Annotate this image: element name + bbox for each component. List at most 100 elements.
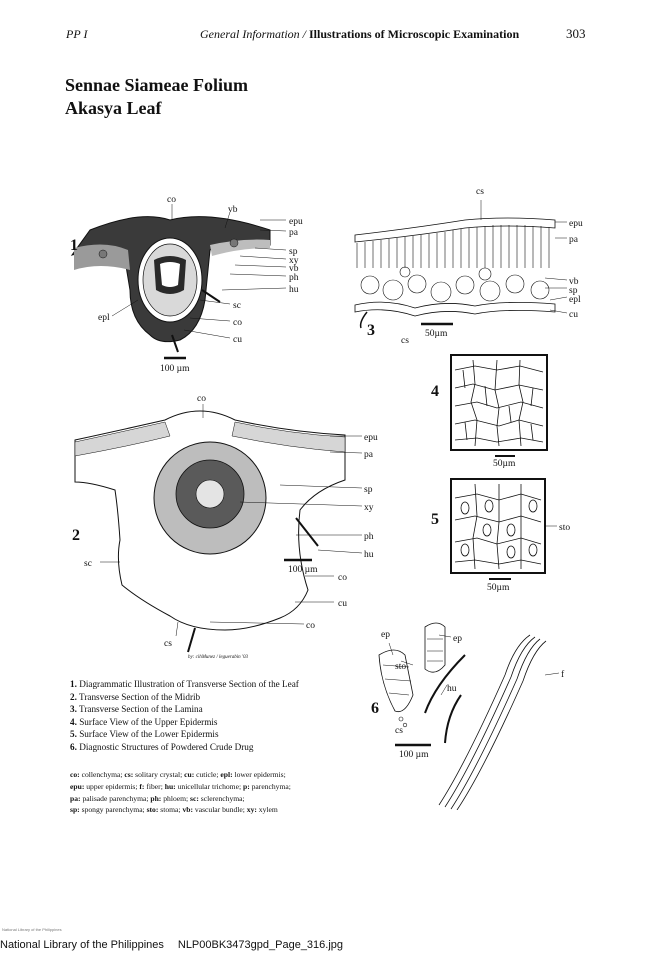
label-co: co [197, 394, 206, 404]
label-epu: epu [569, 219, 583, 229]
epidermis-fragment [424, 622, 446, 673]
label-pa: pa [289, 228, 299, 238]
legend-item: 5. Surface View of the Lower Epidermis [70, 729, 219, 740]
trichome [201, 289, 221, 303]
chapter-name: Illustrations of Microscopic Examination [309, 27, 520, 41]
trichome [171, 334, 179, 353]
label-epu: epu [289, 217, 303, 227]
label-sto: sto [559, 523, 570, 533]
label-f: f [561, 669, 565, 680]
scale-label: 100 µm [160, 364, 190, 374]
label-hu: hu [289, 285, 299, 295]
stomata [460, 499, 538, 559]
label-epl: epl [98, 313, 110, 323]
monograph-title: Sennae Siameae Folium Akasya Leaf [65, 74, 248, 120]
figure-3-lamina: cs epu pa vb sp epl cu cs 3 50µm [354, 187, 583, 346]
figure-5-lower-epidermis: sto 5 50µm [431, 478, 570, 593]
pith [195, 479, 225, 509]
label-cs: cs [395, 726, 403, 736]
label-cs-2: cs [401, 336, 409, 346]
upper-epidermis [354, 217, 556, 243]
label-co-2: co [338, 573, 347, 583]
trichome [444, 694, 462, 744]
label-hu: hu [364, 550, 374, 560]
label-co-2: co [233, 318, 242, 328]
running-header-left: PP I [66, 27, 88, 41]
library-name: National Library of the Philippines [0, 939, 164, 951]
label-epl: epl [569, 295, 581, 305]
figure-number-3: 3 [367, 322, 375, 339]
label-sc: sc [233, 301, 241, 311]
label-cu: cu [569, 310, 578, 320]
label-cs: cs [164, 639, 172, 649]
file-name: NLP00BK3473gpd_Page_316.jpg [177, 939, 344, 951]
artist-credit: by: cihMunez / leguerabin '03 [188, 655, 248, 660]
figure-number-6: 6 [371, 700, 379, 717]
label-vb: vb [569, 277, 579, 287]
figure-1-diagram: co vb epu pa sp xy vb ph hu sc epl co cu… [70, 195, 303, 374]
lower-epidermis [354, 301, 556, 317]
label-vb: vb [228, 205, 238, 215]
crystal [398, 716, 404, 722]
trichome [424, 654, 466, 714]
legend-item: 2. Transverse Section of the Midrib [70, 691, 201, 702]
label-co-3: co [306, 621, 315, 631]
label-sp: sp [569, 286, 578, 296]
trichome [187, 627, 196, 653]
label-pa: pa [364, 450, 374, 460]
legend-item: 6. Diagnostic Structures of Powdered Cru… [70, 741, 254, 752]
scale-label: 100 µm [288, 565, 318, 575]
figure-number-5: 5 [431, 511, 439, 528]
pith [160, 262, 180, 287]
legend-item: 4. Surface View of the Upper Epidermis [70, 716, 218, 727]
scan-watermark: National Library of the Philippines [2, 927, 62, 932]
epidermal-cells [454, 483, 542, 570]
label-vb-2: vb [289, 264, 299, 274]
palisade-band [231, 421, 346, 453]
label-ep: ep [381, 630, 390, 640]
trichome [295, 517, 319, 547]
label-sc: sc [84, 559, 92, 569]
label-sp: sp [364, 485, 373, 495]
label-sp: sp [289, 247, 298, 257]
epidermal-cells [454, 359, 544, 447]
figure-2-midrib: co epu pa sp xy ph hu co cu co sc cs 2 1… [72, 394, 378, 660]
lower-epidermis-band [210, 239, 270, 256]
label-xy: xy [364, 503, 374, 513]
scale-label: 50µm [487, 583, 510, 593]
crystal [402, 722, 408, 728]
scale-label: 50µm [425, 329, 448, 339]
figure-6-powder: ep ep sto hu f cs 6 100 µm [371, 622, 565, 810]
latin-name: Sennae Siameae Folium [65, 75, 248, 95]
label-sto: sto [395, 662, 406, 672]
label-co: co [167, 195, 176, 205]
label-ph: ph [364, 532, 374, 542]
label-cs: cs [476, 187, 484, 197]
label-cu: cu [338, 599, 347, 609]
abbreviation-list: co: collenchyma; cs: solitary crystal; c… [70, 770, 291, 815]
fiber-bundle [438, 634, 547, 810]
label-ep-2: ep [453, 634, 462, 644]
figure-4-upper-epidermis: 4 50µm [431, 354, 548, 469]
running-header-title: General Information / Illustrations of M… [200, 27, 519, 42]
palisade-layer [356, 225, 550, 268]
label-xy: xy [289, 256, 299, 266]
figure-number-2: 2 [72, 527, 80, 544]
section-name: General Information / [200, 27, 306, 41]
figure-number-1: 1 [70, 237, 78, 254]
legend-item: 3. Transverse Section of the Lamina [70, 704, 203, 715]
label-cu: cu [233, 335, 242, 345]
label-epu: epu [364, 433, 378, 443]
lateral-bundle [98, 249, 108, 259]
page-number: 303 [566, 26, 586, 41]
figure-legend: 1. Diagrammatic Illustration of Transver… [70, 678, 299, 754]
scale-label: 50µm [493, 459, 516, 469]
legend-item: 1. Diagrammatic Illustration of Transver… [70, 679, 299, 689]
spongy-layer [360, 266, 550, 303]
label-ph: ph [289, 273, 299, 283]
palisade-band [74, 421, 171, 457]
scale-label: 100 µm [399, 750, 429, 760]
figure-number-4: 4 [431, 383, 439, 400]
label-hu: hu [447, 684, 457, 694]
label-pa: pa [569, 235, 579, 245]
